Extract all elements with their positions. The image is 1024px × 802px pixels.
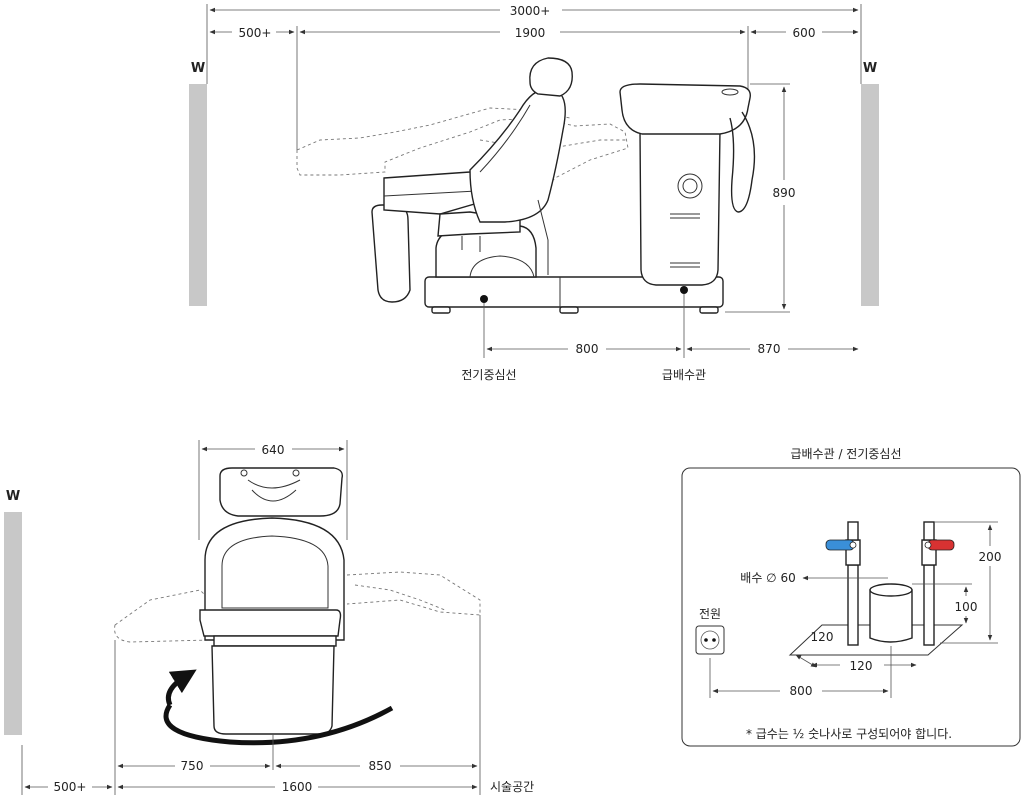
dim-chair-to-basin: 800: [576, 342, 599, 356]
floor-plate: [788, 624, 964, 656]
dim-front-space: 850: [369, 759, 392, 773]
label-power-center: 전기중심선: [461, 368, 516, 382]
top-chair-footrest: [211, 645, 335, 735]
dim-total-service-space: 1600: [282, 780, 313, 794]
chair-backrest: [469, 88, 566, 223]
detail-note: * 급수는 ½ 숫나사로 구성되어야 합니다.: [746, 727, 952, 741]
dim-wall-clearance: 500+: [54, 780, 87, 794]
side-view: W W 3000+ 500+ 1900 600 890: [189, 4, 879, 382]
label-service-space: 시술공간: [490, 780, 534, 794]
top-basin: [219, 467, 344, 517]
hot-pipe: [923, 564, 935, 646]
dim-120-bottom: 120: [850, 659, 873, 673]
bottom-wall-label: W: [6, 489, 20, 504]
dim-200: 200: [979, 550, 1002, 564]
dim-120-side: 120: [811, 630, 834, 644]
dim-right-clearance: 600: [793, 26, 816, 40]
right-wall: [861, 84, 879, 306]
wash-basin: [619, 83, 751, 135]
left-wall-label: W: [191, 61, 205, 76]
label-drain: 배수 ∅ 60: [740, 571, 795, 585]
drain-pipe: [869, 589, 913, 643]
bottom-left-wall: [4, 512, 22, 735]
detail-title: 급배수관 / 전기중심선: [790, 447, 901, 461]
dim-800: 800: [790, 684, 813, 698]
dim-left-clearance: 500+: [239, 26, 272, 40]
dim-rear-space: 750: [181, 759, 204, 773]
dim-height: 890: [773, 186, 796, 200]
dim-basin-to-wall: 870: [758, 342, 781, 356]
leg-rest: [371, 204, 411, 303]
label-power: 전원: [699, 607, 721, 621]
left-wall: [189, 84, 207, 306]
label-pipe-center: 급배수관: [662, 368, 706, 382]
dim-unit-length: 1900: [515, 26, 546, 40]
detail-panel: 급배수관 / 전기중심선 배수 ∅ 60 200 100: [681, 447, 1021, 747]
headrest: [529, 57, 573, 97]
dim-100: 100: [955, 600, 978, 614]
right-wall-label: W: [863, 61, 877, 76]
hot-valve-handle: [927, 539, 955, 551]
dim-total-width: 3000+: [510, 4, 551, 18]
cold-pipe: [847, 564, 859, 646]
dim-chair-width: 640: [262, 443, 285, 457]
top-view: W 640 750 850: [4, 440, 534, 795]
basin-column: [639, 129, 721, 286]
